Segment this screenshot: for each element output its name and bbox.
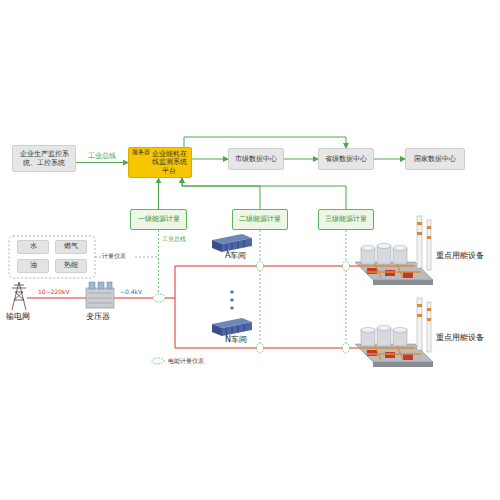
node-box: 水 (17, 240, 49, 254)
workshop-icon (212, 318, 252, 336)
edge-label: 工业总线 (87, 153, 117, 160)
connector (284, 159, 318, 160)
node-box: 油 (17, 259, 49, 273)
node-box: 燃气 (55, 240, 87, 254)
legend-swatch (150, 357, 166, 365)
ellipsis-dots (230, 290, 233, 309)
node-text: 油 (30, 262, 37, 270)
node-text: 国家数据中心 (414, 155, 456, 163)
node-box: 热能 (55, 259, 87, 273)
text-label: 重点用能设备 (436, 252, 484, 261)
node-box: 三级能源计量 (318, 209, 374, 230)
legend-item: 电能计量仪表 (150, 357, 204, 365)
node-box: 企业生产监控系统、工控系统 (12, 145, 76, 172)
transformer (86, 282, 114, 308)
node-text: 二级能源计量 (239, 215, 281, 223)
node-text: 企业能耗在线监测系统平台 (150, 150, 188, 175)
node-text: 水 (30, 243, 37, 251)
node-box: 服务器企业能耗在线监测系统平台 (128, 147, 192, 178)
node-text: 一级能源计量 (138, 215, 180, 223)
connector (192, 159, 228, 160)
node-text: 省级数据中心 (325, 155, 367, 163)
connector (76, 162, 128, 163)
text-label: 变压器 (86, 313, 110, 322)
node-box: 一级能源计量 (130, 209, 187, 230)
power-wires (27, 266, 362, 348)
workshop-icon (212, 234, 252, 252)
transmission-tower (12, 282, 26, 310)
node-text: 热能 (64, 262, 78, 270)
connector (158, 178, 159, 209)
meter-group-box (9, 236, 95, 278)
text-label: N车间 (224, 336, 248, 345)
text-label: 工业总线 (162, 236, 186, 242)
text-label: 计量仪表 (102, 253, 126, 260)
electric-meters (153, 261, 350, 353)
node-box: 省级数据中心 (318, 148, 374, 170)
node-text: 三级能源计量 (325, 215, 367, 223)
text-label: 10~220kV (38, 289, 70, 296)
node-box: 国家数据中心 (405, 148, 465, 170)
node-heading: 服务器 (132, 148, 150, 155)
node-box: 二级能源计量 (232, 209, 288, 230)
connector (182, 178, 346, 209)
connector (374, 159, 405, 160)
node-text: 市级数据中心 (235, 155, 277, 163)
node-box: 市级数据中心 (228, 148, 284, 170)
text-label: 重点用能设备 (436, 334, 484, 343)
text-label: 输电网 (6, 313, 30, 322)
connector (182, 178, 260, 209)
metering-links (159, 230, 347, 344)
connector (184, 137, 346, 148)
legend-text: 电能计量仪表 (168, 358, 204, 365)
node-text: 企业生产监控系统、工控系统 (16, 150, 72, 167)
node-text: 燃气 (64, 243, 78, 251)
text-label: A车间 (224, 252, 247, 261)
text-label: ~0.4kV (120, 289, 142, 296)
equipment-illustration (355, 298, 433, 367)
